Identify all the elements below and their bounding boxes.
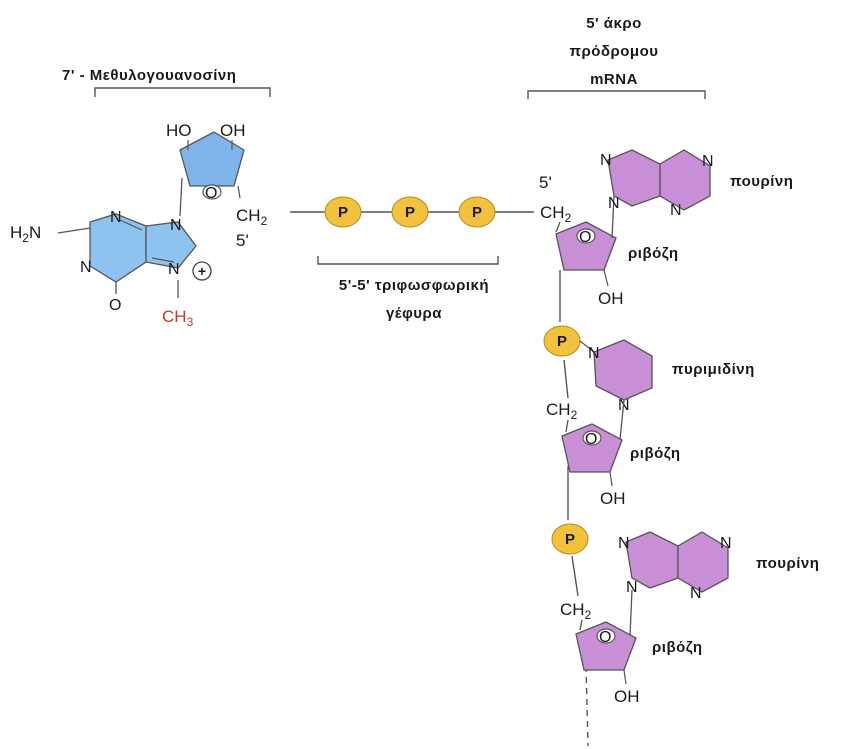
bridge-label-line1: 5'-5' τριφωσφωρική [339,277,489,294]
nt1-oh-bond [603,269,609,287]
nt3-oh-bond [623,669,627,685]
nt3-n-d: N [690,585,702,602]
positive-charge-icon [192,261,212,281]
nt1-purine-six-ring [659,149,711,211]
phosphate-1 [324,196,362,228]
nt3-ribose-oxygen-ring [596,628,616,644]
nt1-n-d: N [670,202,682,219]
cap-ribose-ring [179,131,245,187]
amino-bond [57,227,91,234]
guanine-five-ring [145,221,197,269]
cap-ch2-label: CH2 [236,206,268,228]
nt3-ch2-bond [579,619,583,631]
nt3-purine-label: πουρίνη [756,555,819,572]
nt2-glycosidic-bond [619,399,625,441]
cap-oh-label: OH [220,121,246,140]
cap-ho-label: HO [166,121,192,140]
nt3-n-c: N [720,535,732,552]
nt3-ch2-label: CH2 [560,600,592,622]
cap-ch2-bond [237,185,241,199]
nt3-ribose-oxygen: O [599,629,611,646]
nt2-ribose-oxygen-ring [582,430,602,446]
mrna-label-line1: 5' άκρο [586,15,642,32]
guanine-n9: N [170,217,182,234]
cap-title-label: 7' - Μεθυλογουανοσίνη [62,67,236,84]
nt1-ribose-ring [555,221,617,271]
nt1-purine-label: πουρίνη [730,173,793,190]
guanine-n3: N [80,259,92,276]
nt1-ch2-label: CH2 [540,203,572,225]
cap-bracket [94,87,271,97]
mrna-label-line3: mRNA [590,71,638,88]
backbone-seg-2 [563,359,569,399]
nt1-n-a: N [600,152,612,169]
nt1-ribose-oxygen-ring [576,228,596,244]
backbone-seg-4 [571,555,579,597]
cap-ribose-oxygen-ring [202,184,222,200]
backbone-continuation [585,665,589,747]
nt1-five-prime: 5' [539,173,552,192]
phosphate-4-label: P [557,333,567,350]
nt1-ribose-label: ριβόζη [628,245,678,262]
phosphate-2 [391,196,429,228]
nt2-ribose-label: ριβόζη [630,445,680,462]
cap-ribose-oxygen: O [205,185,217,202]
cap-five-prime: 5' [236,231,249,250]
nt2-ribose-oxygen: O [585,431,597,448]
phosphate-1-label: P [338,204,348,221]
nt2-pyrimidine-ring [593,339,653,401]
phosphate-2-label: P [405,204,415,221]
glycosidic-bond-cap [179,177,183,217]
nt3-glycosidic-bond [629,589,633,637]
guanine-double-bond-2 [151,257,175,263]
phosphate-3 [458,196,496,228]
nt2-oh-bond [609,471,613,487]
methyl-group: CH3 [162,307,194,329]
nt2-base-link [579,340,595,353]
guanine-n7: N [168,261,180,278]
nt3-n-b: N [626,579,638,596]
nt1-n-b: N [608,195,620,212]
nt3-oh-label: OH [614,687,640,706]
phosphate-5-label: P [565,531,575,548]
nt2-pyrimidine-label: πυριμιδίνη [672,361,755,378]
nt2-ribose-ring [561,423,623,473]
phosphate-5 [551,523,589,555]
nt2-n-a: N [588,345,600,362]
mrna-label-line2: πρόδρομου [569,43,658,60]
nt2-ch2-bond [565,419,569,433]
nt3-ribose-ring [575,621,637,671]
nt3-purine-six-ring [677,531,729,593]
nt1-ribose-oxygen: O [579,229,591,246]
guanine-n1: N [110,209,122,226]
nt2-oh-label: OH [600,489,626,508]
carbonyl-oxygen: O [109,297,121,314]
guanine-double-bond [119,219,143,231]
nt1-oh-label: OH [598,289,624,308]
bridge-label-line2: γέφυρα [386,305,442,322]
nt3-n-a: N [618,535,630,552]
phosphate-3-label: P [472,204,482,221]
nt1-n-c: N [702,153,714,170]
bridge-bracket [317,256,499,265]
nt1-glycosidic-bond [611,195,615,239]
mrna-bracket [527,90,706,99]
amino-group: H2N [10,223,41,245]
nt3-ribose-label: ριβόζη [652,639,702,656]
positive-charge-sign: + [198,263,206,279]
nt2-ch2-label: CH2 [546,400,578,422]
nt1-ch2-bond [555,221,561,233]
